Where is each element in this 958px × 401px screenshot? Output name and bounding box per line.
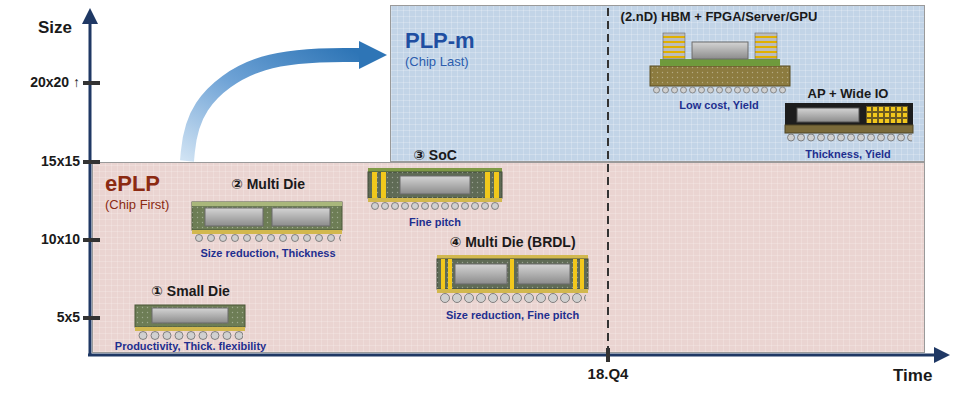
node-caption: (Chip First) [105,197,912,213]
node-title: ④ Multi Die (BRDL) [449,234,575,251]
x-axis-head [934,347,950,363]
axis-tick-label: 18.Q4 [588,365,629,383]
solder-balls [786,133,912,142]
node-title: AP + Wide IO [808,85,889,102]
mold-texture [192,202,342,230]
copper-pillar [381,172,386,198]
substrate-texture [650,66,790,86]
solder-balls [439,293,586,303]
node-caption: Size reduction, Fine pitch [446,308,579,322]
substrate [650,66,790,86]
copper-pillar [485,172,490,198]
mold-body [135,305,245,327]
die [455,264,507,284]
node-title: PLP-m [405,28,910,54]
node-caption: Fine pitch [409,215,461,229]
node-title: ① Small Die [151,283,230,300]
axis-tick [83,316,100,320]
y-axis-head [82,8,98,24]
mold-body [368,172,502,198]
axis-tick [83,238,100,242]
die [400,176,470,194]
solder-balls [193,234,341,242]
copper-pillar [580,259,584,289]
axis-tick-label: 20x20 ↑ [30,74,80,91]
axis-title: Size [38,18,72,38]
node-title: ePLP [105,171,912,197]
hbm-stack [663,33,685,59]
milestone-line [607,8,609,350]
wide-io-grid [866,106,908,123]
copper-pillar [510,259,514,289]
node-title: ② Multi Die [231,176,305,193]
node-title: (2.nD) HBM + FPGA/Server/GPU [621,8,818,25]
mold-texture [368,172,502,198]
rdl-layer [192,230,342,234]
logic-die [692,42,748,59]
solder-balls [370,202,500,210]
interposer [660,59,780,66]
top-rdl [368,168,502,172]
mold-body [785,103,913,125]
die [205,208,263,226]
mold-body [437,259,588,289]
copper-pillar [448,259,452,289]
axis-tick-label: 5x5 [57,309,80,326]
solder-balls [652,86,788,94]
die [518,264,570,284]
copper-pillar [441,259,445,289]
copper-pillar [494,172,499,198]
node-caption: (Chip Last) [405,54,910,70]
top-rdl [437,255,588,259]
copper-pillar [573,259,577,289]
copper-pillar [372,172,377,198]
x-axis [88,354,936,357]
hbm-stack [755,33,777,59]
mold-body [192,202,342,230]
mold-texture [437,259,588,289]
axis-tick [83,160,100,164]
die [272,208,330,226]
rdl-layer [437,289,588,293]
die [152,308,228,323]
wide-io-base [866,106,908,123]
rdl-layer [135,327,245,331]
axis-tick [606,348,610,362]
top-layer [192,202,342,206]
mold-texture [135,305,245,327]
substrate [785,125,913,133]
transition-arrow [187,55,361,161]
node-caption: Productivity, Thick. flexibility [115,339,266,353]
axis-tick-label: 10x10 [41,231,80,248]
node-title: ③ SoC [413,147,457,164]
rdl-layer [368,198,502,202]
solder-balls [137,331,243,340]
axis-title: Time [893,366,932,386]
ap-die [797,108,859,122]
node-caption: Size reduction, Thickness [200,246,335,260]
axis-tick-label: 15x15 [41,153,80,170]
y-axis [89,22,92,356]
node-caption: Thickness, Yield [805,147,891,161]
axis-tick [83,81,100,85]
node-caption: Low cost, Yield [679,98,758,112]
